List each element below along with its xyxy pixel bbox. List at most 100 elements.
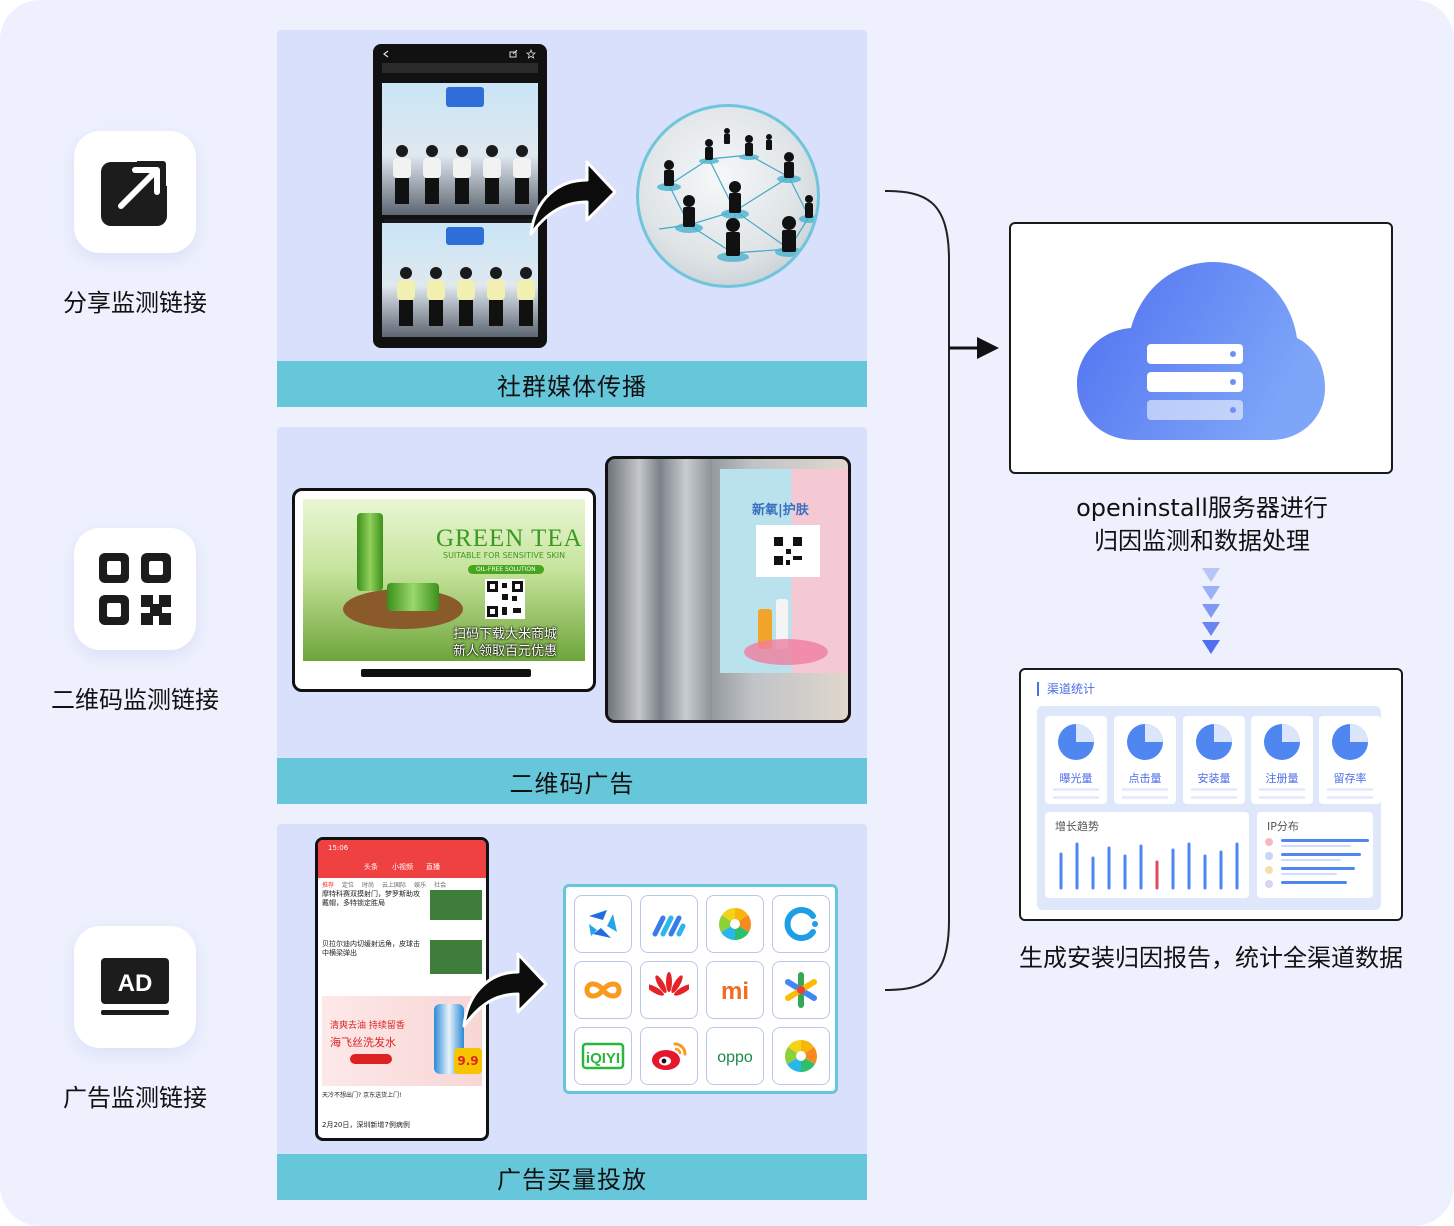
metric-bar bbox=[1122, 796, 1168, 799]
news-category[interactable]: 推荐 bbox=[322, 882, 335, 889]
trend-title: 增长趋势 bbox=[1055, 820, 1099, 833]
oppo-app-icon: oppo bbox=[706, 1027, 764, 1085]
iqiyi-app-label: iQIYI bbox=[586, 1050, 620, 1067]
elevator-qr-code bbox=[756, 525, 820, 577]
report-title: 渠道统计 bbox=[1037, 682, 1095, 696]
source-label-ad: 广告监测链接 bbox=[63, 1084, 207, 1112]
elevator-door bbox=[608, 459, 712, 720]
news-category[interactable]: 时尚 bbox=[362, 882, 375, 889]
share-small-icon bbox=[509, 50, 518, 58]
metric-bar bbox=[1053, 796, 1099, 799]
pie-chart-icon bbox=[1264, 724, 1300, 760]
news-ad-button[interactable] bbox=[350, 1054, 392, 1064]
dancer bbox=[516, 267, 536, 327]
tv-ad-line-2: 新人领取百元优惠 bbox=[453, 644, 558, 659]
dancer bbox=[422, 145, 442, 205]
tv-ad-mockup: GREEN TEA SUITABLE FOR SENSITIVE SKIN OI… bbox=[292, 488, 596, 692]
news-category[interactable]: 定位 bbox=[342, 882, 355, 889]
dancer bbox=[452, 145, 472, 205]
merge-bracket bbox=[885, 190, 999, 991]
tv-ad-pill: OIL-FREE SOLUTION bbox=[468, 565, 544, 574]
news-ad-text-2: 海飞丝洗发水 bbox=[330, 1036, 396, 1049]
news-category[interactable]: 娱乐 bbox=[414, 882, 427, 889]
news-tab-short-video[interactable]: 小视频 bbox=[392, 863, 413, 871]
pie-chart-icon bbox=[1196, 724, 1232, 760]
source-share: 分享监测链接 bbox=[40, 131, 230, 318]
app-store-icon bbox=[706, 895, 764, 953]
serum-bottle bbox=[357, 513, 383, 591]
oppo-app-label: oppo bbox=[717, 1049, 753, 1066]
report-caption: 生成安装归因报告，统计全渠道数据 bbox=[1019, 944, 1403, 972]
pie-chart-icon bbox=[1332, 724, 1368, 760]
report-dashboard: 曝光量 点击量 安装量 注册量 bbox=[1037, 706, 1381, 910]
qr-icon-box bbox=[74, 528, 196, 650]
pie-chart-icon bbox=[1058, 724, 1094, 760]
tv-screen: GREEN TEA SUITABLE FOR SENSITIVE SKIN OI… bbox=[303, 499, 585, 661]
source-label-share: 分享监测链接 bbox=[63, 289, 207, 317]
qr-code-icon bbox=[99, 553, 171, 625]
trend-bars bbox=[1059, 842, 1239, 890]
ip-title: IP分布 bbox=[1267, 820, 1299, 833]
metric-label: 安装量 bbox=[1197, 772, 1231, 785]
down-arrows bbox=[1202, 568, 1220, 654]
metric-bar bbox=[1053, 788, 1099, 791]
news-headline-4[interactable]: 2月20日，深圳新增7例病例 bbox=[322, 1121, 410, 1129]
metric-bar bbox=[1327, 796, 1373, 799]
social-phone-mockup bbox=[373, 44, 547, 348]
curved-arrow-2 bbox=[462, 952, 548, 1028]
news-thumb-1 bbox=[430, 890, 482, 920]
show-logo bbox=[446, 87, 484, 107]
network-illustration bbox=[657, 128, 817, 262]
metric-card: 点击量 bbox=[1114, 716, 1176, 804]
news-ad-text-1: 清爽去油 持续留香 bbox=[330, 1021, 405, 1031]
channel-report: 渠道统计 曝光量 点击量 安装量 注册量 bbox=[1019, 668, 1403, 921]
elevator-ad-title: 新氧|护肤 bbox=[752, 503, 809, 518]
metric-card: 安装量 bbox=[1183, 716, 1245, 804]
share-icon bbox=[101, 156, 171, 226]
news-ad-price: 9.9 bbox=[454, 1048, 482, 1074]
news-category[interactable]: 云上国际 bbox=[382, 882, 407, 889]
qihoo-app-icon bbox=[772, 895, 830, 953]
product-bottle bbox=[776, 599, 788, 649]
panel-qr-ads-label: 二维码广告 bbox=[277, 758, 867, 804]
tv-ad-tagline: SUITABLE FOR SENSITIVE SKIN bbox=[443, 551, 566, 560]
news-categories: 推荐 定位 时尚 云上国际 娱乐 社会 bbox=[322, 880, 482, 889]
panel-social-label: 社群媒体传播 bbox=[277, 361, 867, 407]
dancer bbox=[396, 267, 416, 327]
share-icon-box bbox=[74, 131, 196, 253]
xiaomi-app-icon: mi bbox=[706, 961, 764, 1019]
metric-bar bbox=[1259, 796, 1305, 799]
panel-ad-buying-label: 广告买量投放 bbox=[277, 1154, 867, 1200]
server-caption: openinstall服务器进行 归因监测和数据处理 bbox=[1010, 492, 1394, 558]
weibo-app-icon bbox=[640, 1027, 698, 1085]
google-play-icon bbox=[772, 961, 830, 1019]
news-tab-live[interactable]: 直播 bbox=[426, 863, 440, 871]
dancer bbox=[456, 267, 476, 327]
trend-card: 增长趋势 bbox=[1045, 812, 1249, 898]
news-app-header: 15:06 头条 小视频 直播 bbox=[318, 840, 486, 878]
ad-icon-text: AD bbox=[118, 970, 153, 997]
elevator-poster: 新氧|护肤 bbox=[720, 469, 848, 673]
metric-card: 注册量 bbox=[1251, 716, 1313, 804]
dancer bbox=[512, 145, 532, 205]
video-thumb-2 bbox=[382, 223, 538, 337]
tv-stand bbox=[361, 669, 531, 677]
news-tab-headlines[interactable]: 头条 bbox=[364, 863, 378, 871]
news-ad-banner[interactable]: 清爽去油 持续留香 海飞丝洗发水 9.9 bbox=[322, 996, 482, 1086]
huawei-app-icon bbox=[640, 961, 698, 1019]
metric-label: 曝光量 bbox=[1059, 772, 1093, 785]
ip-distribution-list bbox=[1265, 838, 1369, 888]
metric-bar bbox=[1122, 788, 1168, 791]
video-thumb-1 bbox=[382, 83, 538, 215]
dancer bbox=[426, 267, 446, 327]
pie-chart-icon bbox=[1127, 724, 1163, 760]
news-category[interactable]: 社会 bbox=[434, 882, 447, 889]
news-headline-3[interactable]: 天冷不想出门? 京东送货上门! bbox=[322, 1092, 402, 1099]
ad-icon: AD bbox=[101, 958, 169, 1015]
xiaomi-app-label: mi bbox=[721, 978, 749, 1005]
news-headline-2[interactable]: 贝拉尔迪内切缓射远角，皮球击中横梁弹出 bbox=[322, 940, 420, 957]
news-headline-1[interactable]: 摩特科赛双摸射门，梦罗斯助攻戴帽，多特锁定胜局 bbox=[322, 890, 420, 907]
source-label-qr: 二维码监测链接 bbox=[51, 686, 219, 714]
metric-label: 留存率 bbox=[1333, 772, 1367, 785]
metric-card: 曝光量 bbox=[1045, 716, 1107, 804]
